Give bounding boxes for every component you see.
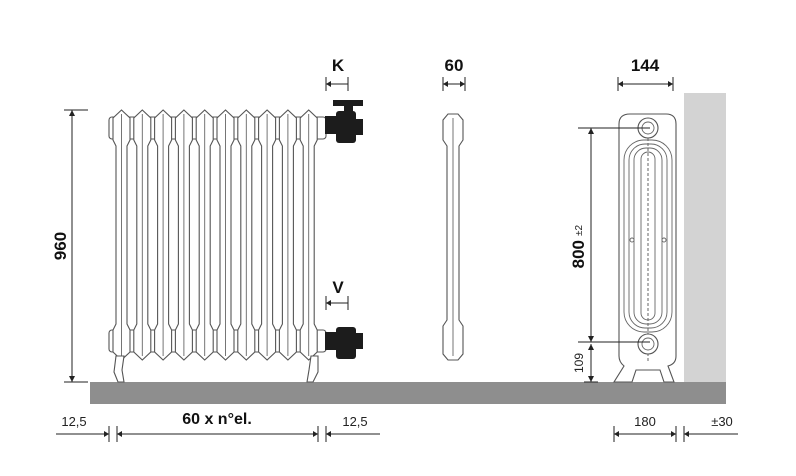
dim-v-arrow (326, 300, 331, 306)
label-109: 109 (572, 353, 586, 373)
floor (90, 382, 726, 404)
label-v: V (332, 278, 344, 297)
label-length-formula: 60 x n°el. (182, 411, 252, 428)
label-144: 144 (631, 56, 660, 75)
radiator-columns (112, 109, 318, 361)
radiator-profile-view (613, 113, 677, 383)
valve-k (325, 100, 363, 143)
label-k: K (332, 56, 345, 75)
label-60: 60 (445, 56, 464, 75)
left-foot (113, 355, 125, 383)
label-800-tolerance: ±2 (574, 225, 585, 236)
radiator-side-view (442, 113, 464, 361)
radiator-front-view (108, 109, 327, 383)
label-left-margin: 12,5 (61, 414, 86, 429)
label-180: 180 (634, 414, 656, 429)
valve-v (325, 327, 363, 359)
label-800: 800 (569, 240, 588, 268)
label-wall-tolerance: ±30 (711, 414, 733, 429)
dim-k-arrow (326, 81, 331, 87)
right-foot (306, 355, 319, 383)
wall (684, 93, 726, 382)
label-right-margin: 12,5 (342, 414, 367, 429)
label-960: 960 (51, 232, 70, 260)
